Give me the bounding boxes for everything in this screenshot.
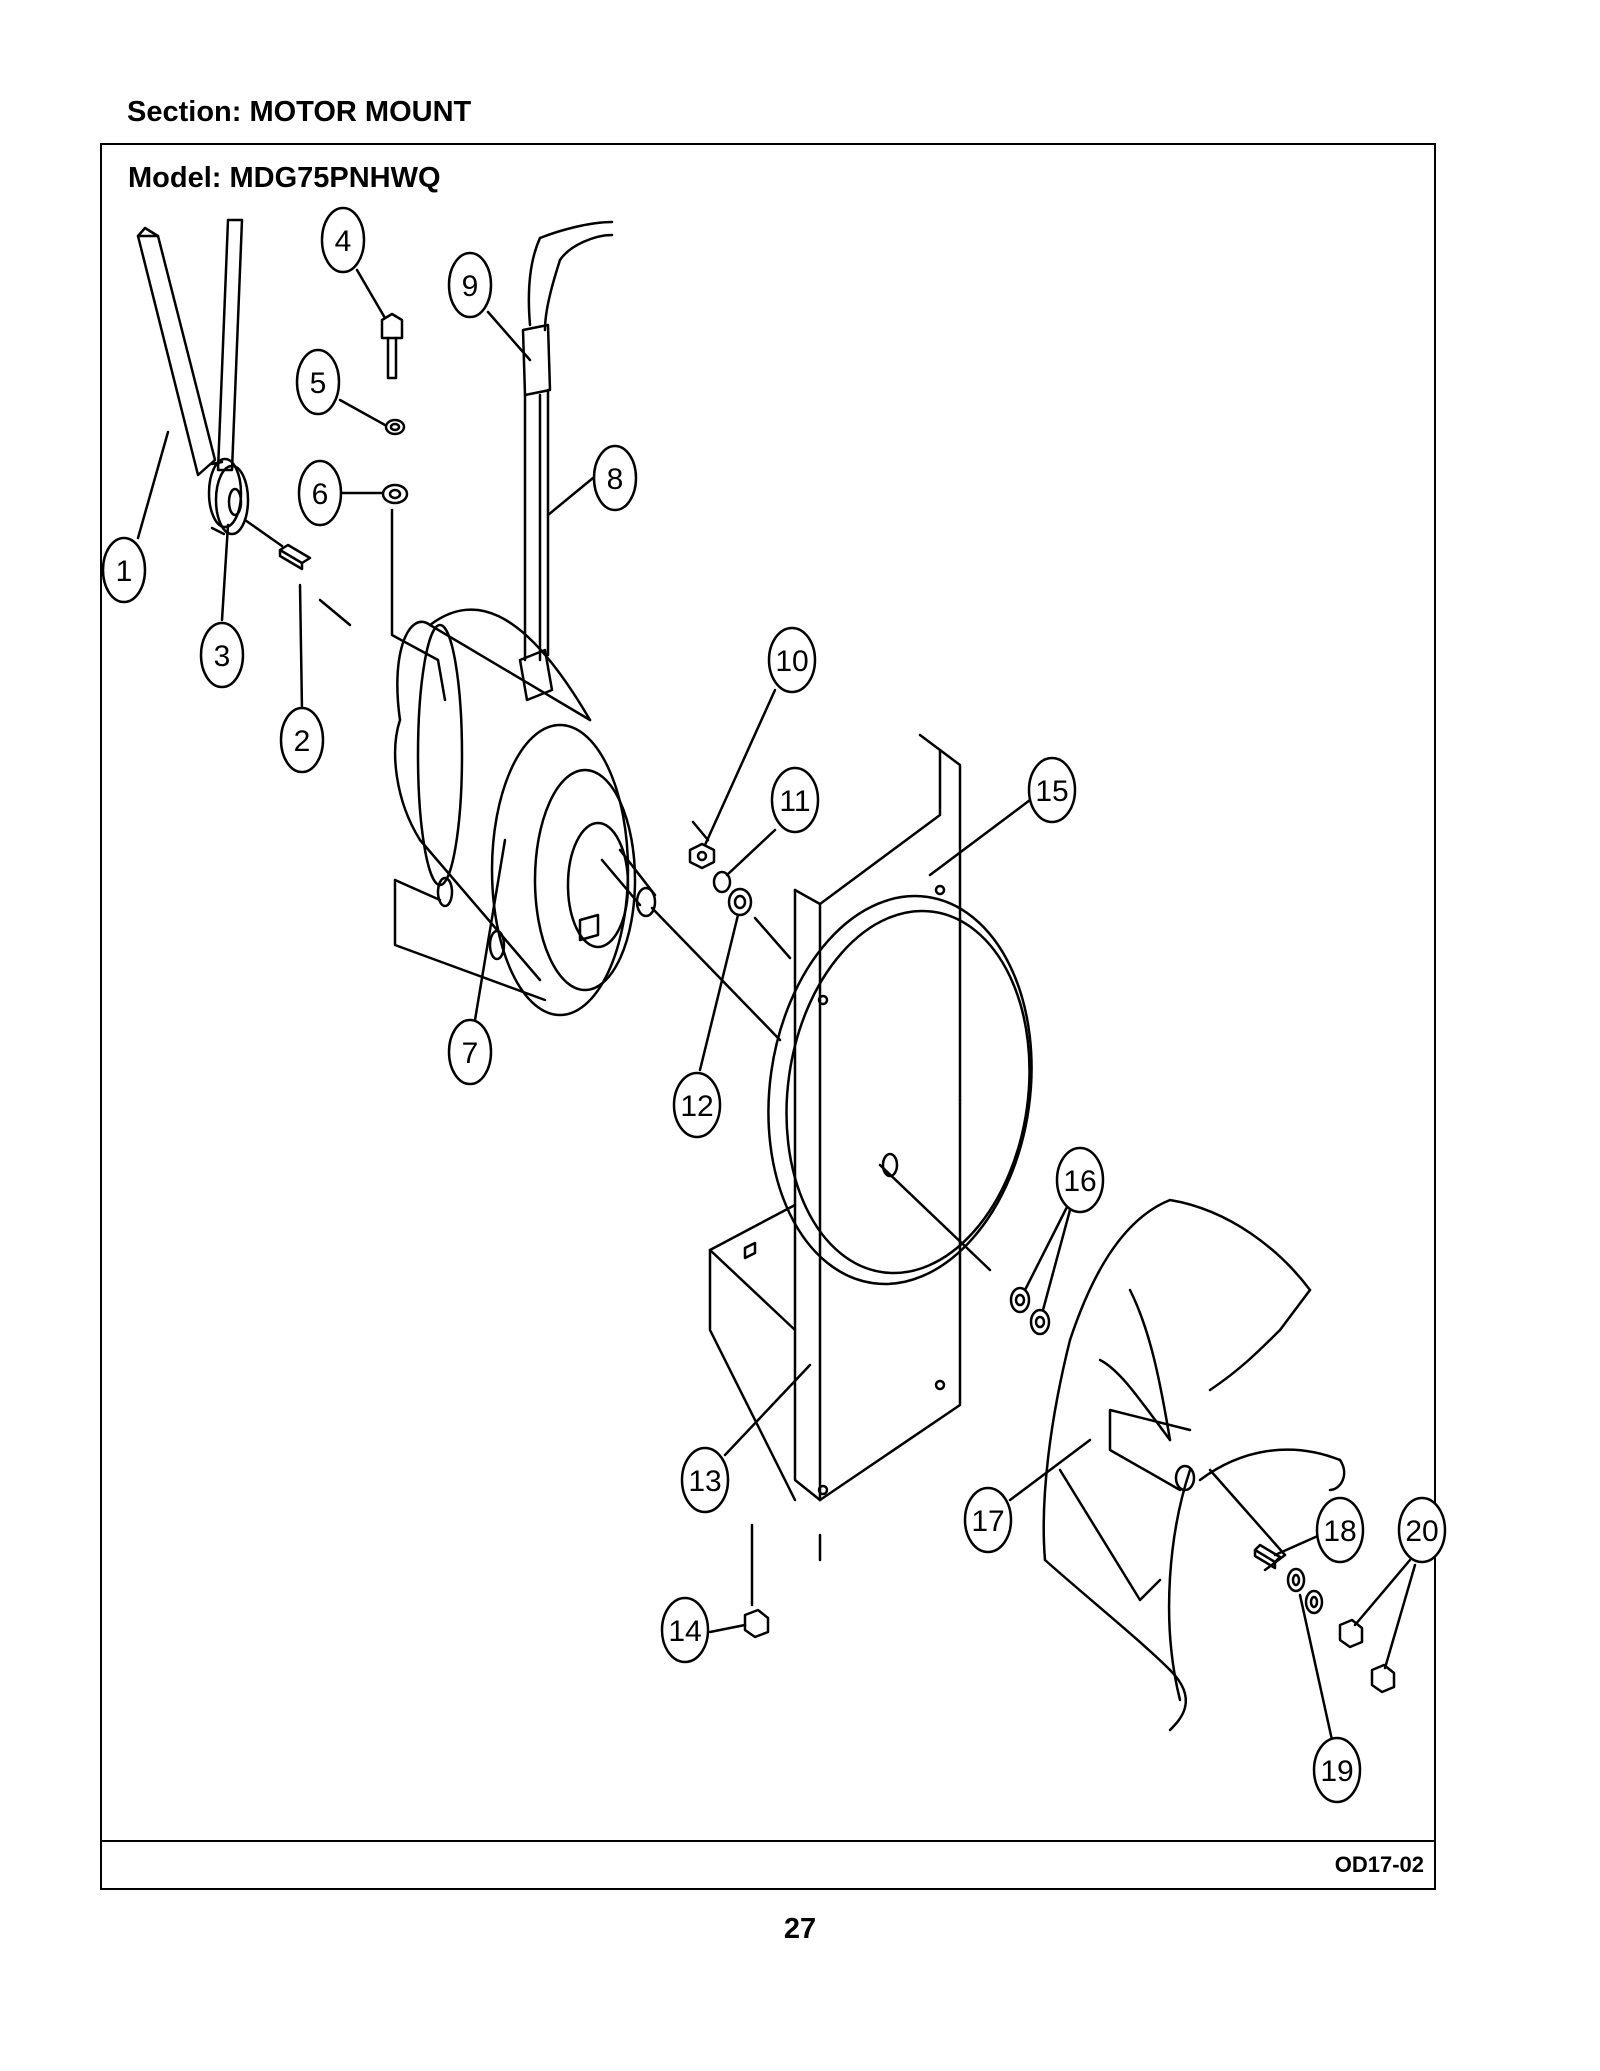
callout-19: 19 — [1298, 1593, 1362, 1804]
svg-text:17: 17 — [971, 1505, 1004, 1538]
svg-text:20: 20 — [1405, 1515, 1438, 1548]
parts-8-9-cord — [518, 220, 614, 702]
svg-text:14: 14 — [668, 1615, 701, 1648]
part-3-pulley — [207, 457, 250, 536]
svg-text:5: 5 — [310, 367, 327, 400]
part-16-washers — [1009, 1286, 1051, 1336]
footer-divider — [102, 1840, 1434, 1842]
part-14-nut — [743, 1523, 770, 1639]
svg-text:12: 12 — [680, 1090, 713, 1123]
svg-text:15: 15 — [1035, 775, 1068, 808]
svg-text:4: 4 — [335, 225, 352, 258]
part-7-motor — [393, 608, 782, 1042]
callout-2: 2 — [279, 583, 325, 774]
callout-8: 8 — [546, 444, 638, 517]
svg-text:6: 6 — [312, 478, 329, 511]
svg-text:19: 19 — [1320, 1755, 1353, 1788]
parts-10-12-fasteners — [688, 820, 792, 960]
callout-9: 9 — [447, 251, 532, 362]
svg-text:13: 13 — [688, 1465, 721, 1498]
svg-text:9: 9 — [462, 270, 479, 303]
callout-14: 14 — [660, 1596, 747, 1664]
callout-13: 13 — [680, 1363, 812, 1514]
callout-11: 11 — [725, 766, 820, 877]
callout-12: 12 — [672, 913, 740, 1139]
svg-text:2: 2 — [294, 725, 311, 758]
svg-text:18: 18 — [1323, 1515, 1356, 1548]
callout-16: 16 — [1023, 1146, 1105, 1312]
svg-text:7: 7 — [462, 1037, 479, 1070]
callout-5: 5 — [295, 348, 387, 427]
section-title: Section: MOTOR MOUNT — [127, 96, 472, 128]
svg-text:1: 1 — [116, 555, 133, 588]
parts-18-20-fasteners — [1253, 1543, 1396, 1694]
model-title: Model: MDG75PNHWQ — [128, 162, 441, 194]
svg-text:10: 10 — [775, 645, 808, 678]
callouts: 1 2 3 4 5 6 7 — [101, 206, 1447, 1804]
svg-text:3: 3 — [214, 640, 231, 673]
callout-4: 4 — [320, 206, 387, 320]
part-1-belt — [136, 218, 244, 477]
parts-4-6-fasteners — [380, 312, 447, 702]
part-15-bracket — [708, 733, 1033, 1562]
diagram-frame: Model: MDG75PNHWQ OD17-02 — [100, 143, 1436, 1890]
callout-6: 6 — [297, 459, 384, 527]
part-2-key — [243, 518, 352, 627]
svg-text:11: 11 — [779, 785, 810, 818]
callout-18: 18 — [1273, 1496, 1365, 1564]
callout-7: 7 — [447, 838, 507, 1086]
svg-text:16: 16 — [1063, 1165, 1096, 1198]
callout-3: 3 — [199, 523, 245, 689]
page-number: 27 — [783, 1913, 817, 1945]
part-17-fan — [1042, 1198, 1346, 1732]
callout-17: 17 — [963, 1438, 1092, 1554]
callout-1: 1 — [101, 430, 170, 604]
callout-20: 20 — [1353, 1496, 1447, 1670]
drawing-code: OD17-02 — [1334, 1852, 1424, 1877]
svg-text:8: 8 — [607, 463, 624, 496]
callout-15: 15 — [928, 756, 1077, 877]
callout-10: 10 — [703, 626, 817, 847]
